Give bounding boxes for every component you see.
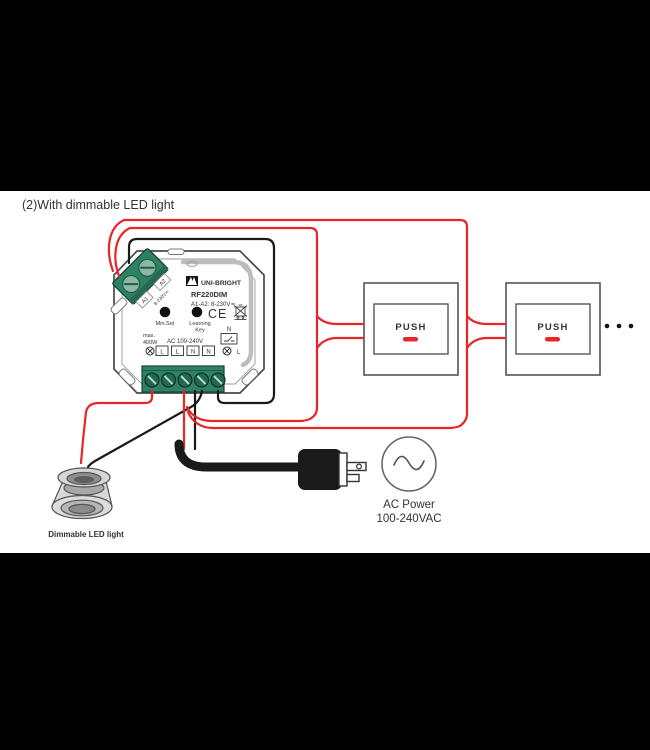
max-label: max. [143, 333, 155, 339]
switch1-button [373, 303, 449, 355]
plug-prong-bottom [346, 473, 360, 483]
ac-rating: AC 100-240V [167, 339, 203, 345]
device-top-slot [167, 248, 185, 255]
wire-live-to-led [79, 389, 154, 465]
learning-key-button [191, 306, 203, 318]
terminal-label-l1: L [160, 350, 164, 356]
more-switches-dots [604, 323, 634, 329]
switched-output-icon [224, 336, 235, 342]
led-lens [68, 503, 96, 515]
max-power: 400W [143, 340, 158, 346]
ce-mark: CE [208, 307, 227, 321]
push-switch-1: PUSH [363, 282, 459, 376]
terminal-label-n2: N [206, 350, 210, 356]
weee-icon [233, 304, 248, 320]
a1-a2-terminal-block: A1 A2 8-230V≂ [112, 248, 172, 309]
wire-switch1-stub-out [315, 336, 365, 350]
device-model: RF220DIM [191, 290, 227, 299]
led-light-fixture [51, 467, 113, 520]
dimmer-module: UNI-BRIGHT RF220DIM A1-A2: 8-230V≂ Min.S… [110, 248, 265, 394]
a2-screw [138, 258, 157, 277]
live-wires [79, 218, 507, 465]
wire-black-loop [127, 237, 276, 405]
device-face-highlight [180, 259, 254, 368]
terminal-label-boxes: L L N N [155, 345, 215, 356]
wire-switch2-stub-out [465, 336, 507, 350]
a2-label: A2 [159, 278, 168, 287]
ac-power-label-1: AC Power [383, 499, 435, 511]
top-letterbox-bar [0, 0, 650, 191]
wire-switch1-stub-in [315, 314, 365, 326]
wire-black-to-led [86, 389, 204, 469]
sine-wave-icon [393, 455, 425, 471]
device-face-dot [186, 261, 198, 267]
brand-logo-mark [187, 277, 197, 285]
switch1-label: PUSH [395, 322, 426, 333]
wire-switch2-stub-in [465, 314, 507, 326]
bottom-letterbox-bar [0, 553, 650, 750]
out-n-label: N [227, 327, 231, 333]
out-l-label: L [237, 350, 241, 356]
wire-live-switch1 [114, 226, 319, 423]
terminal-label-n1: N [191, 350, 195, 356]
led-light-label: Dimmable LED light [48, 530, 124, 539]
push-switch-2: PUSH [505, 282, 601, 376]
led-top-hole [74, 476, 94, 483]
switched-output-box [220, 333, 238, 345]
section-title: (2)With dimmable LED light [22, 198, 175, 212]
power-cord [174, 439, 305, 472]
mounting-tab-left [110, 297, 128, 315]
terminal-label-l2: L [176, 350, 180, 356]
ac-power-label-2: 100-240VAC [377, 513, 442, 525]
lamp-icon-left [145, 346, 155, 356]
a1-screw [122, 274, 141, 294]
switch1-indicator [403, 337, 418, 342]
mounting-tab-bottom-right [241, 368, 259, 386]
output-terminal-strip [141, 365, 226, 393]
terminal-screws [144, 372, 226, 388]
wire-live-switch2 [107, 218, 469, 430]
ac-power-symbol: AC Power 100-240VAC [377, 436, 442, 525]
plug-body [298, 449, 342, 490]
device-spec: A1-A2: 8-230V≂ [191, 302, 235, 308]
lamp-icon-right [222, 346, 232, 356]
switch2-indicator [545, 337, 560, 342]
switch2-button [515, 303, 591, 355]
learning-label-2: Key [195, 328, 205, 334]
device-brand: UNI-BRIGHT [201, 280, 242, 287]
min-set-button [159, 306, 171, 318]
min-set-label: Min.Set [156, 321, 175, 327]
plug-face [338, 452, 348, 487]
mounting-tab-bottom-left [118, 368, 136, 386]
a1-label: A1 [141, 296, 150, 305]
switch2-label: PUSH [537, 322, 568, 333]
learning-label-1: Learning [189, 321, 210, 327]
plug-prong-hole [356, 463, 363, 470]
power-cord-and-plug [174, 439, 367, 490]
neutral-wires [86, 237, 276, 469]
